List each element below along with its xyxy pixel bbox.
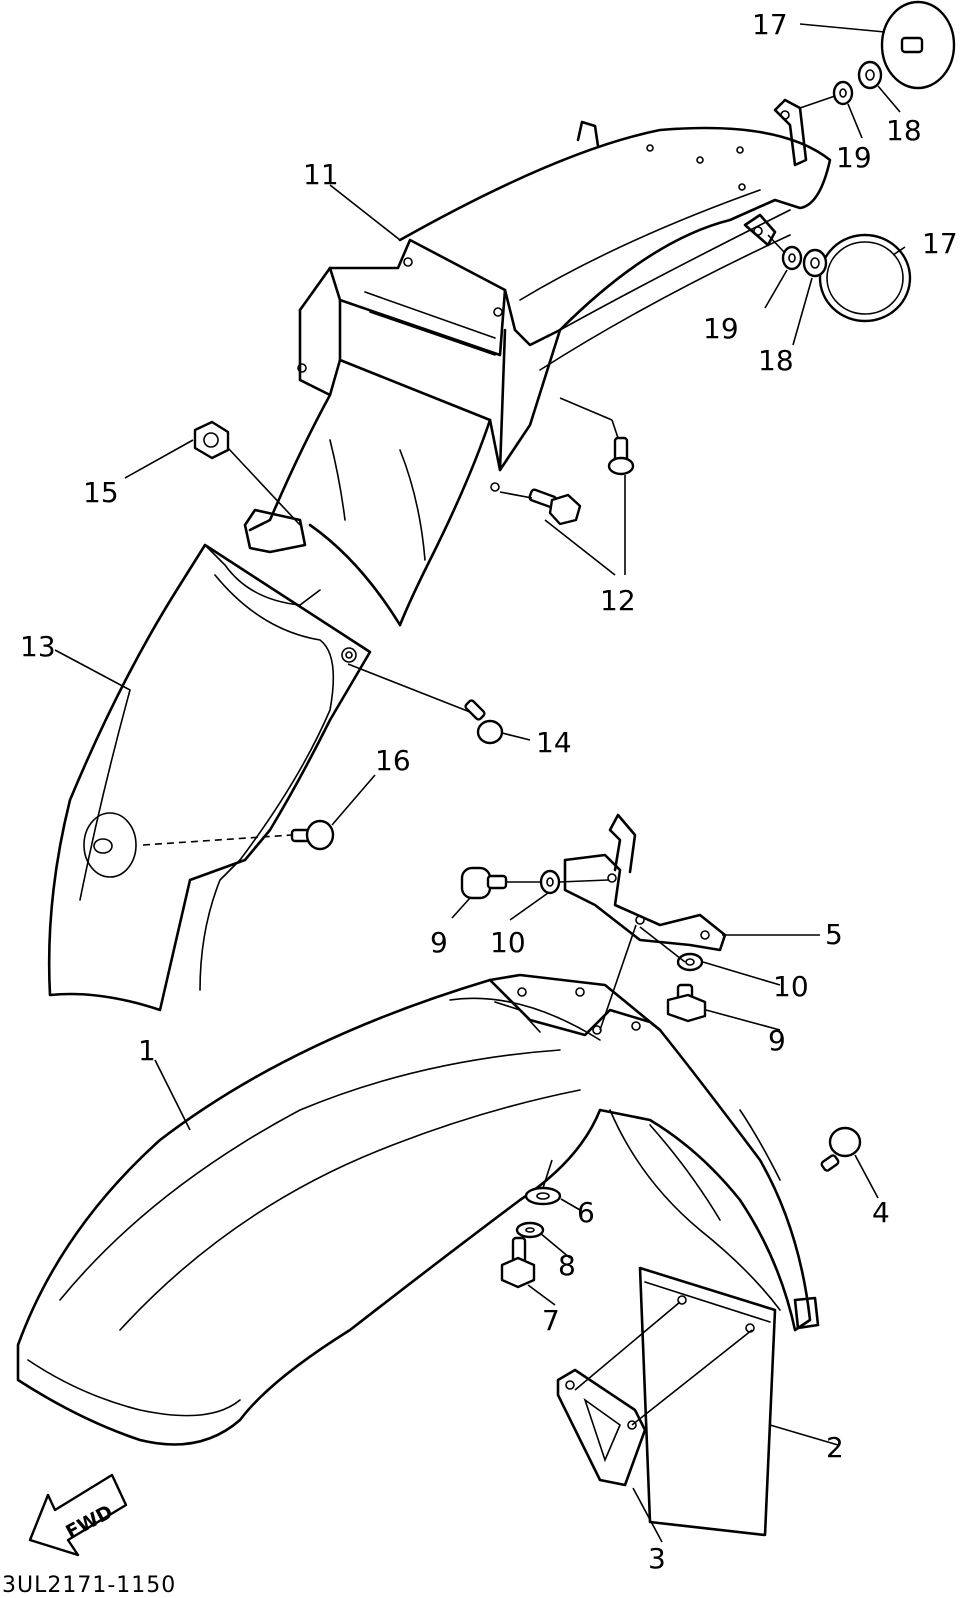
callout-10-left: 10: [490, 926, 526, 959]
callout-18-side: 18: [758, 344, 794, 377]
callout-15: 15: [83, 476, 119, 509]
callout-4: 4: [872, 1196, 890, 1229]
callout-3: 3: [648, 1542, 666, 1575]
callout-7: 7: [542, 1304, 560, 1337]
hardware: [193, 0, 956, 1289]
rear-fender-part-11: [243, 98, 832, 627]
callout-17-top: 17: [752, 8, 788, 41]
callout-5: 5: [825, 918, 843, 951]
callout-17-side: 17: [922, 227, 958, 260]
callout-13: 13: [20, 630, 56, 663]
inner-fender-part-13: [47, 543, 372, 1012]
mud-flap-part-2: [638, 1266, 777, 1537]
callout-1: 1: [138, 1034, 156, 1067]
callout-14: 14: [536, 726, 572, 759]
callout-10-right: 10: [773, 970, 809, 1003]
leader-lines: [54, 23, 906, 1543]
callout-11: 11: [303, 158, 339, 191]
callouts: 17 18 19 17 19 18 11 15 12 13 14 16 9 10…: [20, 8, 958, 1575]
assembly-lines: [142, 95, 836, 1426]
front-fender-part-1: [16, 973, 820, 1446]
cap-17-side: [818, 233, 912, 323]
callout-6: 6: [577, 1196, 595, 1229]
callout-16: 16: [375, 744, 411, 777]
callout-9-right: 9: [768, 1024, 786, 1057]
callout-2: 2: [826, 1431, 844, 1464]
bracket-part-3: [556, 1368, 647, 1487]
forward-direction-arrow: FWD: [28, 1473, 128, 1557]
callout-19-side: 19: [703, 312, 739, 345]
callout-18-top: 18: [886, 114, 922, 147]
callout-9-left: 9: [430, 926, 448, 959]
callout-8: 8: [558, 1249, 576, 1282]
callout-19-top: 19: [836, 141, 872, 174]
callout-12: 12: [600, 584, 636, 617]
stay-part-5: [563, 813, 727, 952]
drawing-code: 3UL2171-1150: [2, 1573, 176, 1598]
